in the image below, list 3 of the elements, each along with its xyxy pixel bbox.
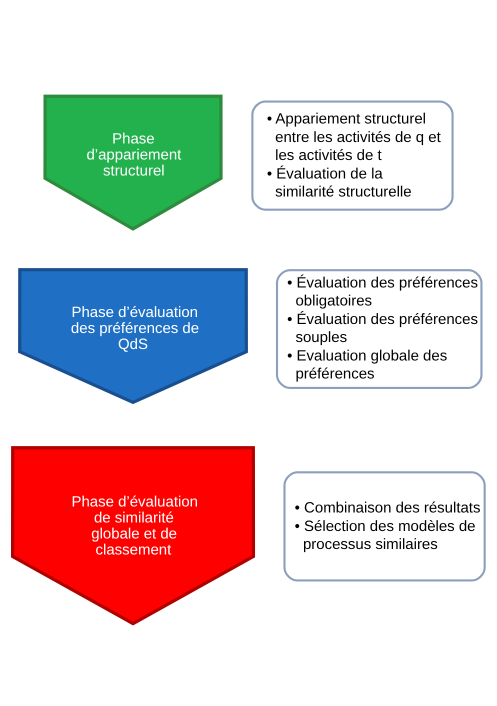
node-box: • Évaluation des préférences obligatoires • Évaluation des préférences souples • Evaluation globale des préférences: [276, 269, 483, 389]
node-box: • Appariement structurel entre les activités de q et les activités de t • Évaluation de la similarité structurelle: [251, 100, 454, 211]
node-box: • Combinaison des résultats • Sélection des modèles de processus similaires: [283, 471, 486, 582]
